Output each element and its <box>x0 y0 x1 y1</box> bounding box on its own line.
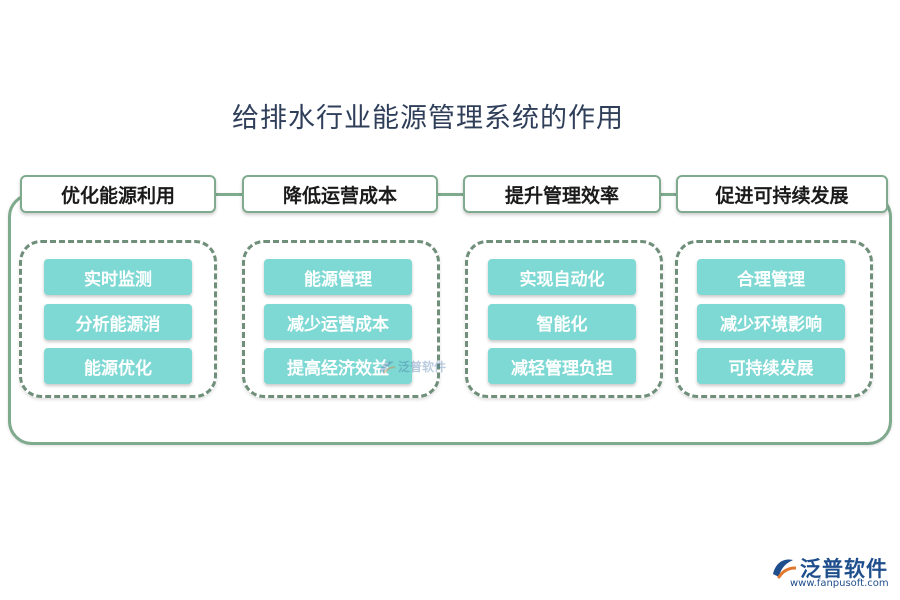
brand-url: www.fanpusoft.com <box>790 578 889 589</box>
column-1-item-3: 能源优化 <box>44 348 192 384</box>
watermark-text: 泛普软件 <box>398 360 447 374</box>
column-group-3 <box>465 240 663 398</box>
watermark: 泛普软件 <box>378 358 446 375</box>
outer-frame <box>8 193 892 445</box>
column-4-item-1: 合理管理 <box>697 259 845 295</box>
column-2-item-1: 能源管理 <box>264 259 412 295</box>
column-1-item-1: 实时监测 <box>44 259 192 295</box>
column-3-item-2: 智能化 <box>488 304 636 340</box>
column-4-item-3: 可持续发展 <box>697 348 845 384</box>
column-header-2: 降低运营成本 <box>242 175 438 213</box>
column-header-3: 提升管理效率 <box>463 175 661 213</box>
column-group-4 <box>675 240 873 398</box>
column-3-item-3: 减轻管理负担 <box>488 348 636 384</box>
column-header-4: 促进可持续发展 <box>676 175 888 213</box>
column-2-item-3: 提高经济效益 <box>264 348 412 384</box>
column-group-2 <box>242 240 440 398</box>
fanpu-logo-icon <box>380 360 396 374</box>
column-2-item-2: 减少运营成本 <box>264 304 412 340</box>
column-4-item-2: 减少环境影响 <box>697 304 845 340</box>
brand-name: 泛普软件 <box>800 557 888 581</box>
column-group-1 <box>19 240 217 398</box>
fanpu-logo-icon <box>773 559 796 579</box>
diagram-title: 给排水行业能源管理系统的作用 <box>232 103 624 134</box>
column-3-item-1: 实现自动化 <box>488 259 636 295</box>
column-header-1: 优化能源利用 <box>20 175 216 213</box>
column-1-item-2: 分析能源消 <box>44 304 192 340</box>
brand-logo: 泛普软件 <box>770 553 888 583</box>
